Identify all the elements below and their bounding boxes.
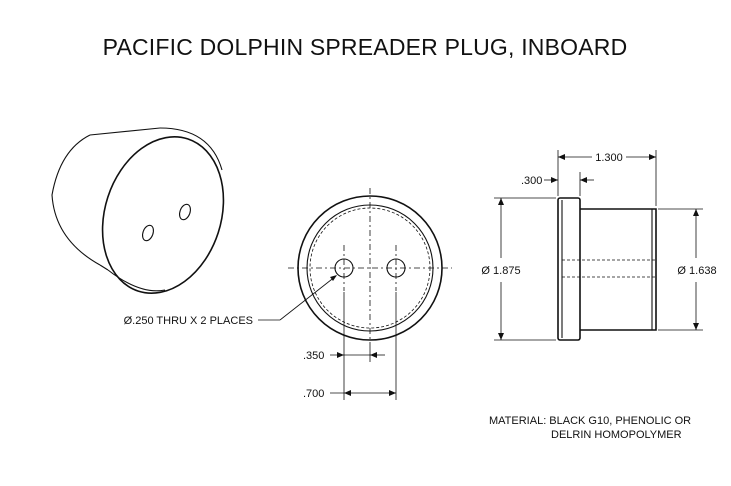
hole-offset-label: .350 (303, 350, 324, 362)
body-diameter-label: Ø 1.638 (677, 265, 716, 277)
flange-diameter-label: Ø 1.875 (481, 265, 520, 277)
iso-hole-2 (179, 203, 191, 221)
front-view (258, 188, 452, 348)
dim-hole-spacing (330, 292, 397, 400)
dim-hole-offset (330, 292, 385, 400)
dim-flange-thickness (544, 172, 594, 196)
hole-callout-label: Ø.250 THRU X 2 PLACES (124, 315, 253, 327)
side-view (557, 197, 657, 341)
overall-length-label: 1.300 (595, 152, 623, 164)
dim-flange-diameter (494, 197, 556, 341)
dim-overall-length (557, 150, 657, 206)
dim-body-diameter (658, 208, 703, 331)
hole-spacing-label: .700 (303, 388, 324, 400)
iso-hole-1 (142, 224, 154, 242)
material-line-1: MATERIAL: BLACK G10, PHENOLIC OR (489, 415, 691, 427)
flange-thickness-label: .300 (521, 175, 542, 187)
material-line-2: DELRIN HOMOPOLYMER (551, 429, 682, 441)
drawing-title: PACIFIC DOLPHIN SPREADER PLUG, INBOARD (103, 34, 628, 60)
isometric-view (51, 127, 225, 294)
